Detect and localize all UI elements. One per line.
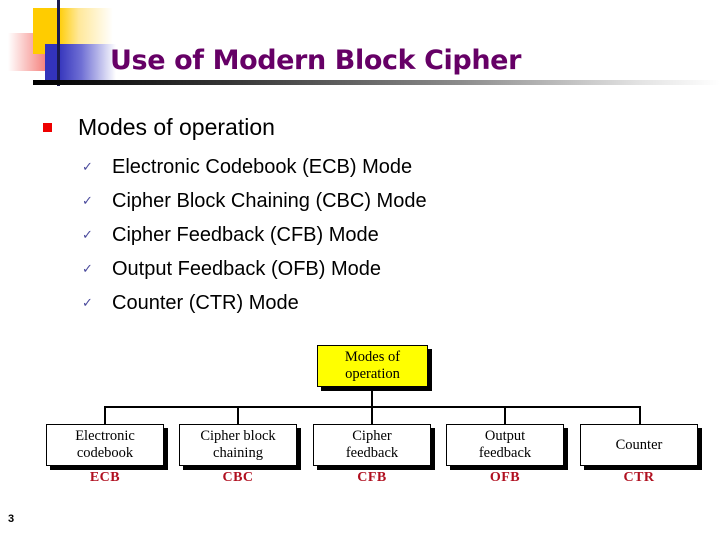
chart-caption-ecb: ECB: [89, 470, 121, 485]
list-item: ✓ Cipher Block Chaining (CBC) Mode: [40, 184, 660, 218]
chart-caption-ofb: OFB: [489, 470, 521, 485]
chart-node-root: Modes of operation: [317, 345, 428, 387]
check-icon: ✓: [82, 261, 93, 276]
list-item-label: Cipher Feedback (CFB) Mode: [112, 224, 379, 246]
list-item-label: Output Feedback (OFB) Mode: [112, 258, 382, 280]
chart-node-ofb: Output feedback: [446, 424, 564, 466]
bullet-heading-label: Modes of operation: [78, 114, 275, 140]
mode-list: ✓ Electronic Codebook (ECB) Mode ✓ Ciphe…: [40, 150, 660, 320]
list-item: ✓ Counter (CTR) Mode: [40, 286, 660, 320]
check-icon: ✓: [82, 193, 93, 208]
list-item: ✓ Output Feedback (OFB) Mode: [40, 252, 660, 286]
chart-node-ctr: Counter: [580, 424, 698, 466]
chart-node-cbc-label: Cipher block chaining: [200, 428, 276, 461]
connector-drop-4: [504, 406, 506, 424]
chart-node-cbc: Cipher block chaining: [179, 424, 297, 466]
page-title: Use of Modern Block Cipher: [110, 45, 521, 77]
modes-org-chart: Modes of operation Electronic codebook C…: [0, 330, 720, 510]
chart-node-ecb-label: Electronic codebook: [75, 428, 135, 461]
chart-node-ofb-label: Output feedback: [478, 428, 532, 461]
check-icon: ✓: [82, 295, 93, 310]
chart-caption-ctr: CTR: [623, 470, 655, 485]
chart-node-ecb: Electronic codebook: [46, 424, 164, 466]
list-item: ✓ Cipher Feedback (CFB) Mode: [40, 218, 660, 252]
chart-node-root-label: Modes of operation: [344, 349, 401, 382]
list-item-label: Cipher Block Chaining (CBC) Mode: [112, 190, 427, 212]
connector-drop-3: [371, 406, 373, 424]
connector-drop-1: [104, 406, 106, 424]
content-bullet-list: Modes of operation ✓ Electronic Codebook…: [40, 112, 660, 320]
chart-caption-cbc: CBC: [222, 470, 254, 485]
header-divider: [33, 80, 720, 85]
chart-node-cfb-label: Cipher feedback: [345, 428, 399, 461]
chart-caption-cfb: CFB: [357, 470, 387, 485]
list-item: ✓ Electronic Codebook (ECB) Mode: [40, 150, 660, 184]
square-bullet-icon: [43, 123, 52, 132]
check-icon: ✓: [82, 159, 93, 174]
blue-gradient-square: [58, 44, 116, 80]
bullet-heading: Modes of operation: [40, 112, 660, 142]
connector-drop-5: [639, 406, 641, 424]
list-item-label: Counter (CTR) Mode: [112, 292, 299, 314]
connector-root-stem: [371, 387, 373, 406]
vertical-accent-line: [57, 0, 60, 86]
connector-drop-2: [237, 406, 239, 424]
check-icon: ✓: [82, 227, 93, 242]
list-item-label: Electronic Codebook (ECB) Mode: [112, 156, 413, 178]
decorative-corner-graphic: [0, 0, 120, 90]
chart-node-ctr-label: Counter: [615, 436, 663, 453]
chart-node-cfb: Cipher feedback: [313, 424, 431, 466]
slide-number: 3: [8, 513, 15, 525]
